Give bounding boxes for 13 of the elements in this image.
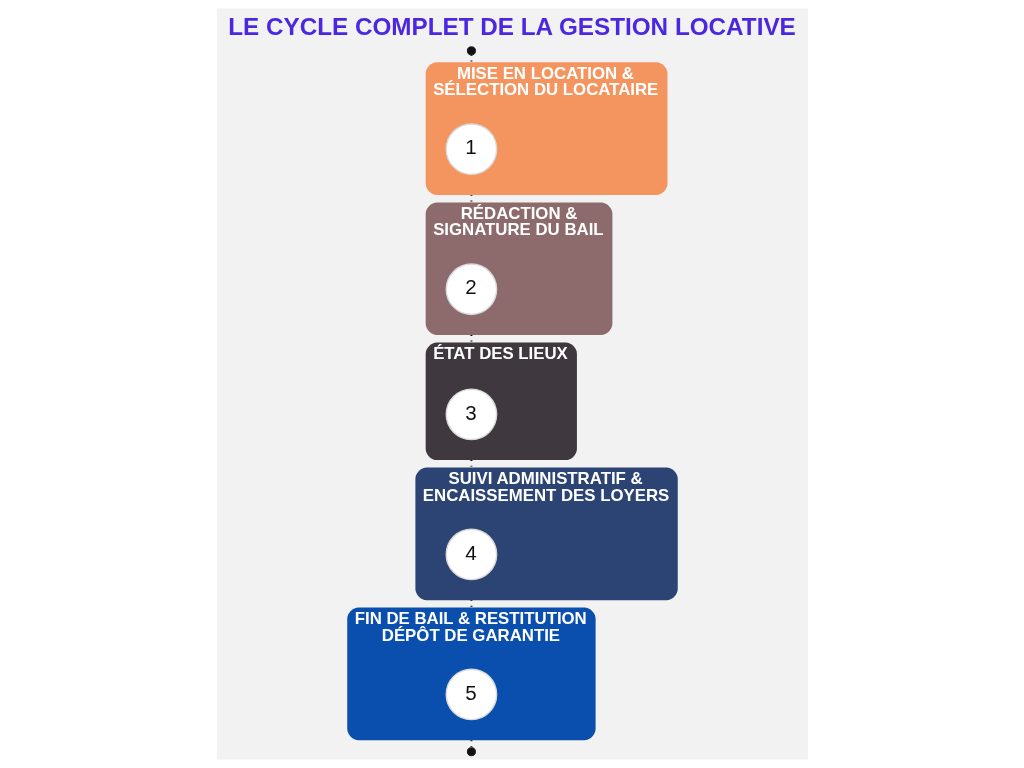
connector bbox=[469, 460, 472, 468]
node-circle: 4 bbox=[445, 528, 497, 581]
diagram-title: LE CYCLE COMPLET DE LA GESTION LOCATIVE bbox=[227, 12, 796, 40]
node-circle: 2 bbox=[445, 263, 497, 316]
node-dot bbox=[466, 46, 476, 56]
node-circle: 1 bbox=[445, 123, 497, 176]
connector bbox=[469, 740, 472, 748]
node-circle: 3 bbox=[445, 388, 497, 441]
connector bbox=[469, 55, 472, 63]
node-dot bbox=[466, 747, 476, 757]
connector bbox=[469, 335, 472, 343]
connector bbox=[469, 600, 472, 608]
node-circle: 5 bbox=[445, 668, 497, 721]
